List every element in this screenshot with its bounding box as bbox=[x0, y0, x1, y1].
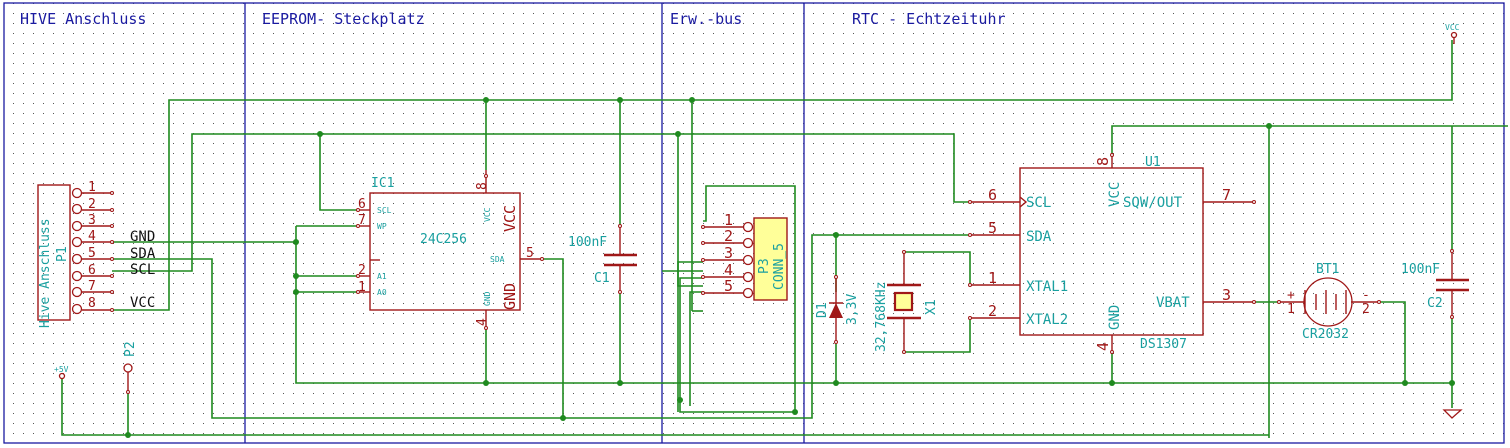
bt1-minus-sign: - bbox=[1362, 288, 1370, 303]
p1-pin-number: 4 bbox=[88, 229, 96, 244]
connector-p1[interactable]: 1 2 3 4 5 6 7 8 Hive Anschluss P1 bbox=[37, 180, 114, 328]
ic1-pin-name: WP bbox=[377, 222, 387, 231]
ic1-pin-name: SDA bbox=[490, 255, 505, 264]
diode-d1[interactable]: D1 3,3V bbox=[815, 275, 860, 344]
p1-pin-number: 2 bbox=[88, 197, 96, 212]
p1-pins bbox=[71, 187, 114, 315]
net-label-gnd: GND bbox=[130, 229, 155, 245]
net-label-vcc: VCC bbox=[130, 295, 155, 311]
power-label-5v: +5V bbox=[54, 365, 69, 374]
d1-value: 3,3V bbox=[845, 294, 860, 325]
u1-pin-number: 4 bbox=[1094, 342, 1112, 351]
power-flag-vcc[interactable]: VCC bbox=[1445, 23, 1460, 44]
p3-pin-number: 1 bbox=[724, 211, 733, 229]
section-title-bus: Erw.-bus bbox=[670, 10, 742, 28]
connector-p3[interactable]: 1 2 3 4 5 P3 CONN_5 bbox=[701, 211, 788, 301]
p3-pin-number: 4 bbox=[724, 261, 733, 279]
d1-ref: D1 bbox=[815, 302, 830, 318]
u1-pin-number: 5 bbox=[988, 219, 997, 237]
u1-pin-name: XTAL1 bbox=[1026, 279, 1068, 295]
p1-value: Hive Anschluss bbox=[38, 218, 53, 328]
ic-u1-rtc[interactable]: U1 DS1307 6 5 1 2 7 3 8 4 SCL SDA XTAL1 … bbox=[968, 153, 1256, 354]
u1-pin-name: XTAL2 bbox=[1026, 312, 1068, 328]
x1-ref: X1 bbox=[924, 299, 939, 315]
u1-pin-name: SCL bbox=[1026, 195, 1051, 211]
ic1-pin-number: 7 bbox=[358, 213, 366, 228]
bt1-plus-sign: + bbox=[1287, 288, 1295, 303]
ic1-pin-number: 2 bbox=[358, 263, 366, 278]
c1-ref: C1 bbox=[594, 271, 610, 286]
u1-pin-number: 8 bbox=[1094, 157, 1112, 166]
ic1-pin-number: 4 bbox=[475, 318, 490, 326]
bt1-pin-number: 1 bbox=[1287, 302, 1295, 317]
p3-value: CONN_5 bbox=[772, 243, 787, 290]
u1-ref: U1 bbox=[1145, 155, 1161, 170]
p1-pin-number: 6 bbox=[88, 263, 96, 278]
bt1-ref: BT1 bbox=[1316, 262, 1339, 277]
u1-pin-name: GND bbox=[1107, 305, 1123, 330]
p1-pin-number: 5 bbox=[88, 246, 96, 261]
net-label-scl: SCL bbox=[130, 262, 155, 278]
ic1-pin-number: 1 bbox=[358, 280, 366, 295]
p3-pin-number: 5 bbox=[724, 277, 733, 295]
ground-symbol-icon bbox=[1442, 409, 1463, 419]
capacitor-c2[interactable]: 100nF C2 bbox=[1401, 249, 1469, 319]
p3-pin-number: 3 bbox=[724, 244, 733, 262]
u1-pin-number: 6 bbox=[988, 186, 997, 204]
u1-pin-number: 2 bbox=[988, 302, 997, 320]
p2-ref: P2 bbox=[123, 341, 138, 357]
section-frames bbox=[3, 2, 1505, 444]
crystal-x1[interactable]: 32,768KHz X1 bbox=[874, 250, 939, 354]
section-title-rtc: RTC - Echtzeituhr bbox=[852, 10, 1006, 28]
power-flag-5v[interactable]: +5V bbox=[54, 365, 69, 380]
u1-pin-name: VCC bbox=[1107, 182, 1123, 207]
c2-value: 100nF bbox=[1401, 262, 1440, 277]
power-label-vcc: VCC bbox=[1445, 23, 1460, 32]
bt1-value: CR2032 bbox=[1302, 327, 1349, 342]
ic1-pin-number: 5 bbox=[526, 246, 534, 261]
u1-pin-number: 7 bbox=[1222, 186, 1231, 204]
battery-bt1[interactable]: BT1 CR2032 + 1 - 2 bbox=[1277, 262, 1381, 342]
ic1-pin-name: GND bbox=[483, 291, 492, 306]
testpoint-p2[interactable]: P2 bbox=[123, 341, 138, 394]
ic1-ref: IC1 bbox=[371, 176, 394, 191]
x1-value: 32,768KHz bbox=[874, 282, 889, 352]
capacitor-c1[interactable]: 100nF C1 bbox=[568, 224, 637, 294]
ic1-pin-name: A0 bbox=[377, 288, 387, 297]
p1-pin-number: 7 bbox=[88, 279, 96, 294]
u1-pin-name: SDA bbox=[1026, 229, 1052, 245]
ic1-pin-name: VCC bbox=[483, 207, 492, 222]
u1-pin-name: VBAT bbox=[1156, 295, 1190, 311]
ic1-pin-name: A1 bbox=[377, 272, 387, 281]
ic1-pin-number: 8 bbox=[475, 182, 490, 190]
p1-pin-number: 8 bbox=[88, 296, 96, 311]
section-title-eeprom: EEPROM- Steckplatz bbox=[262, 10, 425, 28]
ic1-pin-name: SCL bbox=[377, 206, 392, 215]
ic1-value: 24C256 bbox=[420, 232, 467, 247]
c2-ref: C2 bbox=[1427, 296, 1443, 311]
wires bbox=[61, 40, 1508, 438]
p3-ref: P3 bbox=[757, 258, 772, 274]
p1-pin-number: 3 bbox=[88, 213, 96, 228]
ic1-gnd-label: GND bbox=[501, 283, 519, 310]
ic1-vcc-label: VCC bbox=[501, 205, 519, 232]
section-title-hive: HIVE Anschluss bbox=[20, 10, 146, 28]
ic1-eeprom[interactable]: IC1 24C256 6 7 2 1 5 8 4 SCL WP A1 A0 SD… bbox=[356, 170, 544, 330]
u1-value: DS1307 bbox=[1140, 337, 1187, 352]
junctions bbox=[125, 97, 1455, 438]
u1-pin-number: 3 bbox=[1222, 286, 1231, 304]
p1-ref: P1 bbox=[55, 246, 70, 262]
ic1-pin-number: 6 bbox=[358, 197, 366, 212]
u1-pin-name: SQW/OUT bbox=[1123, 195, 1183, 211]
net-label-sda: SDA bbox=[130, 246, 156, 262]
u1-pin-number: 1 bbox=[988, 269, 997, 287]
p3-pin-number: 2 bbox=[724, 227, 733, 245]
bt1-pin-number: 2 bbox=[1362, 302, 1370, 317]
c1-value: 100nF bbox=[568, 235, 607, 250]
p1-pin-number: 1 bbox=[88, 180, 96, 195]
